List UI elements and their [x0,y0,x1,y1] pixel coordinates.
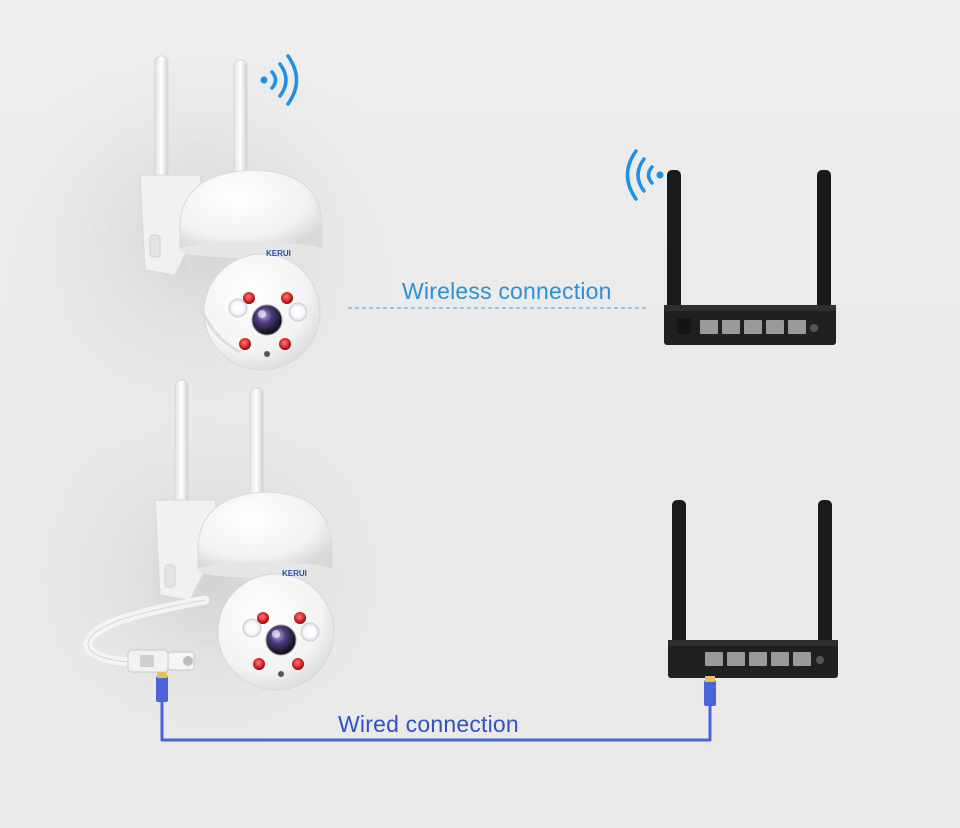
ir-led [292,658,304,670]
wired-connection-label: Wired connection [338,711,519,737]
ir-led [257,612,269,624]
ir-led [294,612,306,624]
ethernet-cable [156,672,716,742]
ir-led [239,338,251,350]
camera-lens [265,624,297,656]
rj45-plug [156,676,168,702]
ir-led [243,292,255,304]
wired-camera: KERUI [83,379,335,691]
ir-led [281,292,293,304]
wired-router [668,500,838,678]
wireless-camera: KERUI [139,55,323,371]
wireless-router [664,170,836,345]
wifi-signal-icon [260,54,299,106]
camera-logo: KERUI [266,249,291,258]
wireless-connection-label: Wireless connection [402,278,612,304]
camera-lens [251,304,283,336]
wifi-signal-icon [625,149,664,201]
ir-led [253,658,265,670]
rj45-plug [704,680,716,706]
ir-led [279,338,291,350]
camera-logo: KERUI [282,569,307,578]
